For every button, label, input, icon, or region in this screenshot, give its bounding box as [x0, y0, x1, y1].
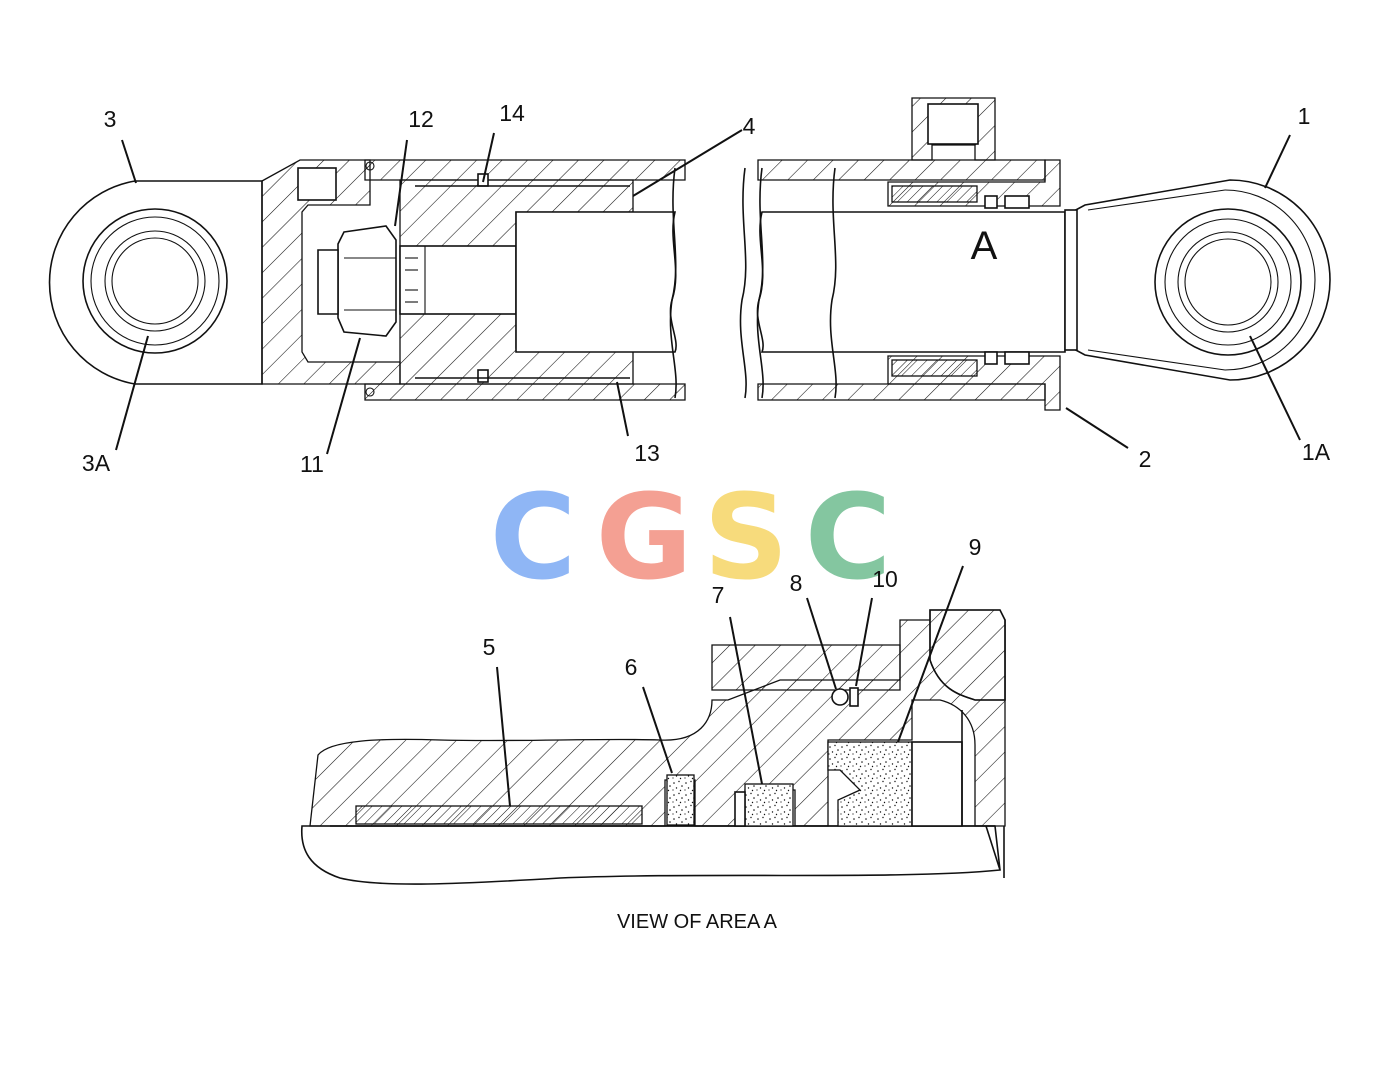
- watermark-letter-c1: C: [490, 468, 577, 606]
- detail-callouts: 5 6 7 8 10 9: [483, 534, 982, 680]
- callout-7: 7: [712, 582, 725, 608]
- detail-gland: [711, 644, 901, 691]
- piston-rod: [515, 211, 677, 353]
- area-a-marker: A: [971, 224, 998, 268]
- callout-1a: 1A: [1302, 439, 1331, 465]
- callout-3a: 3A: [82, 450, 111, 476]
- callout-13: 13: [634, 440, 660, 466]
- callout-5: 5: [483, 634, 496, 660]
- cylinder-tube-upper: [364, 159, 686, 181]
- callout-9: 9: [969, 534, 982, 560]
- detail-caption: VIEW OF AREA A: [617, 911, 778, 933]
- port-boss: [297, 167, 337, 201]
- callout-8: 8: [790, 570, 803, 596]
- watermark-logo: C G S C: [490, 468, 892, 606]
- detail-leaders: [496, 565, 964, 807]
- callout-2: 2: [1139, 446, 1152, 472]
- detail-seal-6: [666, 774, 695, 826]
- callout-10: 10: [872, 566, 898, 592]
- cylinder-assembly: A: [48, 97, 1331, 411]
- callout-1: 1: [1298, 103, 1311, 129]
- detail-backup-10: [849, 687, 859, 707]
- callout-11: 11: [300, 451, 324, 477]
- bearing-1a-outer: [1154, 208, 1302, 356]
- callout-3: 3: [104, 106, 117, 132]
- detail-rod: [300, 825, 1001, 885]
- main-leaders: [115, 129, 1301, 455]
- cylinder-tube-lower: [364, 383, 686, 401]
- detail-seal-7: [744, 783, 794, 827]
- detail-bearing-5: [355, 805, 643, 825]
- bearing-3a-outer: [82, 208, 228, 354]
- detail-oring-8: [831, 688, 849, 706]
- rod-end-stud: [399, 245, 517, 315]
- detail-head-body: [309, 619, 1006, 827]
- watermark-letter-g: G: [596, 468, 693, 606]
- piston-nut: [337, 225, 397, 337]
- detail-view-area-a: [300, 609, 1006, 885]
- callout-12: 12: [408, 106, 434, 132]
- callout-4: 4: [743, 113, 756, 139]
- watermark-letter-c2: C: [805, 468, 892, 606]
- detail-wiper-9: [827, 741, 913, 827]
- callout-6: 6: [625, 654, 638, 680]
- main-callouts: 3 3A 12 14 11 4 13 1 1A 2: [82, 100, 1331, 477]
- watermark-letter-s: S: [704, 468, 789, 606]
- callout-14: 14: [499, 100, 525, 126]
